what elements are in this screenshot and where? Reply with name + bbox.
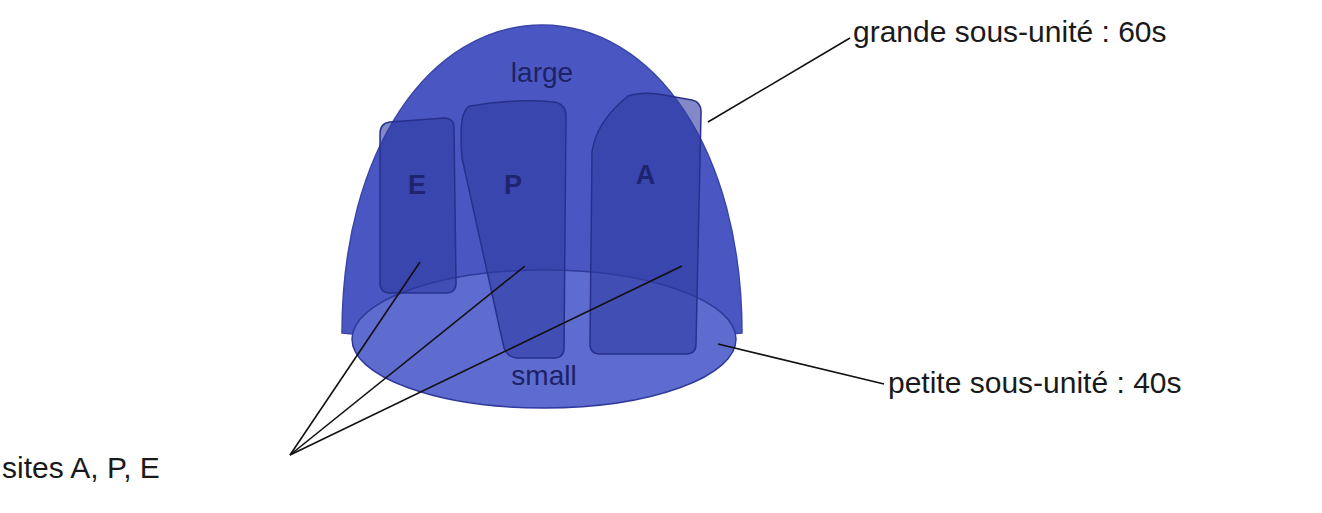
small-subunit-shape [352, 270, 736, 408]
leader-line [718, 344, 884, 384]
ribosome-site-outline [458, 98, 568, 360]
ribosome-site-outline [588, 92, 703, 357]
site-letter: E [408, 170, 426, 201]
leader-line [708, 38, 850, 122]
callout-label: grande sous-unité : 60s [853, 14, 1167, 50]
ribosome-site: E [378, 118, 456, 293]
site-letter: P [504, 170, 522, 201]
node-text-holder: E [378, 170, 456, 201]
subunit-name: large [511, 57, 573, 89]
callout-label: petite sous-unité : 40s [888, 365, 1182, 401]
node-text-holder: large [342, 57, 742, 89]
ribosome-site: P [458, 98, 568, 360]
ribosome-site-shape [590, 93, 701, 354]
ribosome-site-outline [378, 118, 456, 293]
node-text-holder: P [458, 170, 568, 201]
ribosome-site-shape [380, 118, 456, 293]
node-text-holder: A [588, 160, 703, 191]
callout-label: sites A, P, E [2, 450, 160, 486]
subunit-name: small [511, 360, 576, 392]
node-text-holder: small [350, 360, 738, 392]
ribosome-site: A [588, 92, 703, 357]
large-subunit: large [342, 25, 742, 343]
site-letter: A [636, 160, 656, 191]
small-subunit: small [350, 268, 738, 410]
